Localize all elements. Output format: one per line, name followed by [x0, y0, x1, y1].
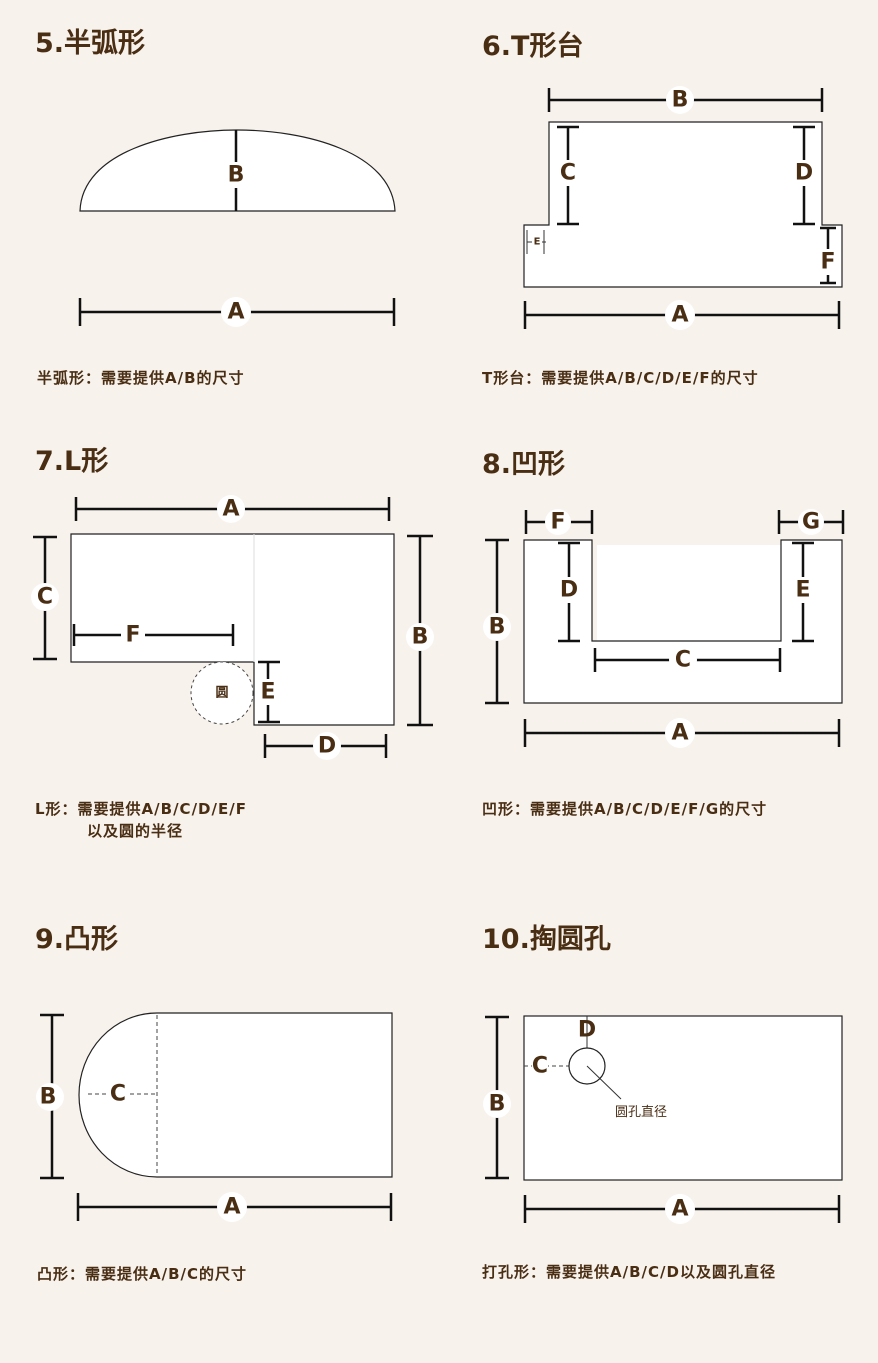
circle-label: 圆	[215, 686, 228, 701]
caption: 凸形：需要提供A/B/C的尺寸	[37, 1265, 247, 1283]
section-title: 9.凸形	[35, 924, 118, 955]
label-c: C	[532, 1054, 548, 1079]
label-f: F	[125, 623, 140, 648]
label-bg	[532, 1055, 548, 1077]
label-bg	[665, 1194, 695, 1224]
caption: 凹形：需要提供A/B/C/D/E/F/G的尺寸	[482, 800, 767, 818]
label-bg	[217, 495, 245, 523]
label-bg	[666, 86, 694, 114]
label-bg	[532, 236, 542, 248]
label-bg	[406, 623, 434, 651]
label-c: C	[560, 161, 576, 186]
section-semi-arc: 5.半弧形 B A 半弧形：需要提供A/B的尺寸	[35, 28, 396, 387]
hole-leader-line	[586, 1065, 622, 1100]
label-g: G	[802, 510, 820, 535]
label-bg	[669, 646, 697, 674]
label-e: E	[534, 237, 541, 248]
label-bg	[665, 718, 695, 748]
label-bg	[483, 613, 511, 641]
label-c: C	[37, 585, 53, 610]
caption: 半弧形：需要提供A/B的尺寸	[37, 369, 245, 387]
label-bg	[224, 162, 248, 188]
label-d: D	[795, 161, 813, 186]
label-e: E	[260, 680, 275, 705]
label-bg	[221, 297, 251, 327]
label-bg	[256, 679, 280, 705]
label-bg	[792, 160, 816, 186]
label-bg	[313, 732, 341, 760]
label-c: C	[110, 1082, 126, 1107]
label-a: A	[671, 1197, 688, 1222]
label-bg	[545, 509, 571, 535]
label-f: F	[550, 510, 565, 535]
label-d: D	[318, 734, 336, 759]
label-b: B	[489, 1092, 506, 1117]
caption-line-2: 以及圆的半径	[87, 822, 183, 840]
section-title: 5.半弧形	[35, 28, 145, 59]
label-a: A	[671, 303, 688, 328]
label-b: B	[40, 1085, 57, 1110]
label-bg	[31, 583, 59, 611]
notch-fill	[597, 545, 781, 641]
label-bg	[791, 577, 815, 603]
label-bg	[816, 249, 840, 275]
section-round-hole: 10.掏圆孔 D C 圆孔直径 B A 打孔形：需要提供A/B/C/D以及圆孔直…	[482, 923, 843, 1281]
label-a: A	[223, 1195, 240, 1220]
section-title: 6.T形台	[482, 30, 583, 62]
label-bg	[798, 509, 824, 535]
label-bg	[483, 1090, 511, 1118]
label-a: A	[222, 497, 239, 522]
section-convex-shape: 9.凸形 C B A 凸形：需要提供A/B/C的尺寸	[35, 924, 393, 1283]
t-shape	[523, 121, 843, 288]
label-a: A	[671, 721, 688, 746]
section-l-shape: 7.L形 A C F 圆 E B D L形：需要提供A/B/C/D/E/F 以及…	[31, 446, 434, 840]
label-bg	[36, 1083, 64, 1111]
section-t-platform: 6.T形台 B C D E F A T形台：需要提供A/B/C/D/E/F的尺寸	[482, 30, 843, 387]
label-b: B	[489, 615, 506, 640]
label-b: B	[228, 163, 245, 188]
label-bg	[557, 577, 581, 603]
hole-plate-shape	[523, 1015, 843, 1181]
label-d: D	[578, 1018, 596, 1043]
concave-shape	[523, 539, 843, 704]
section-title: 7.L形	[35, 446, 108, 477]
caption: T形台：需要提供A/B/C/D/E/F的尺寸	[482, 369, 759, 387]
label-b: B	[412, 625, 429, 650]
section-title: 8.凹形	[482, 449, 565, 480]
label-a: A	[227, 300, 244, 325]
label-d: D	[560, 578, 578, 603]
corner-radius-circle	[190, 661, 254, 725]
label-bg	[106, 1081, 130, 1107]
section-title: 10.掏圆孔	[482, 923, 611, 955]
label-b: B	[672, 88, 689, 113]
hole-diameter-note: 圆孔直径	[615, 1105, 667, 1120]
section-concave-shape: 8.凹形 F G D E B C A 凹形：需要提供A/B/C/D/E/F/G的…	[482, 449, 845, 818]
dimension-f-line	[72, 624, 235, 646]
label-f: F	[820, 250, 835, 275]
label-bg	[217, 1192, 247, 1222]
label-e: E	[795, 578, 810, 603]
label-bg	[665, 300, 695, 330]
label-c: C	[675, 648, 691, 673]
caption: 打孔形：需要提供A/B/C/D以及圆孔直径	[482, 1263, 776, 1281]
label-bg	[556, 160, 580, 186]
label-bg	[121, 622, 145, 648]
caption: L形：需要提供A/B/C/D/E/F	[35, 800, 247, 818]
